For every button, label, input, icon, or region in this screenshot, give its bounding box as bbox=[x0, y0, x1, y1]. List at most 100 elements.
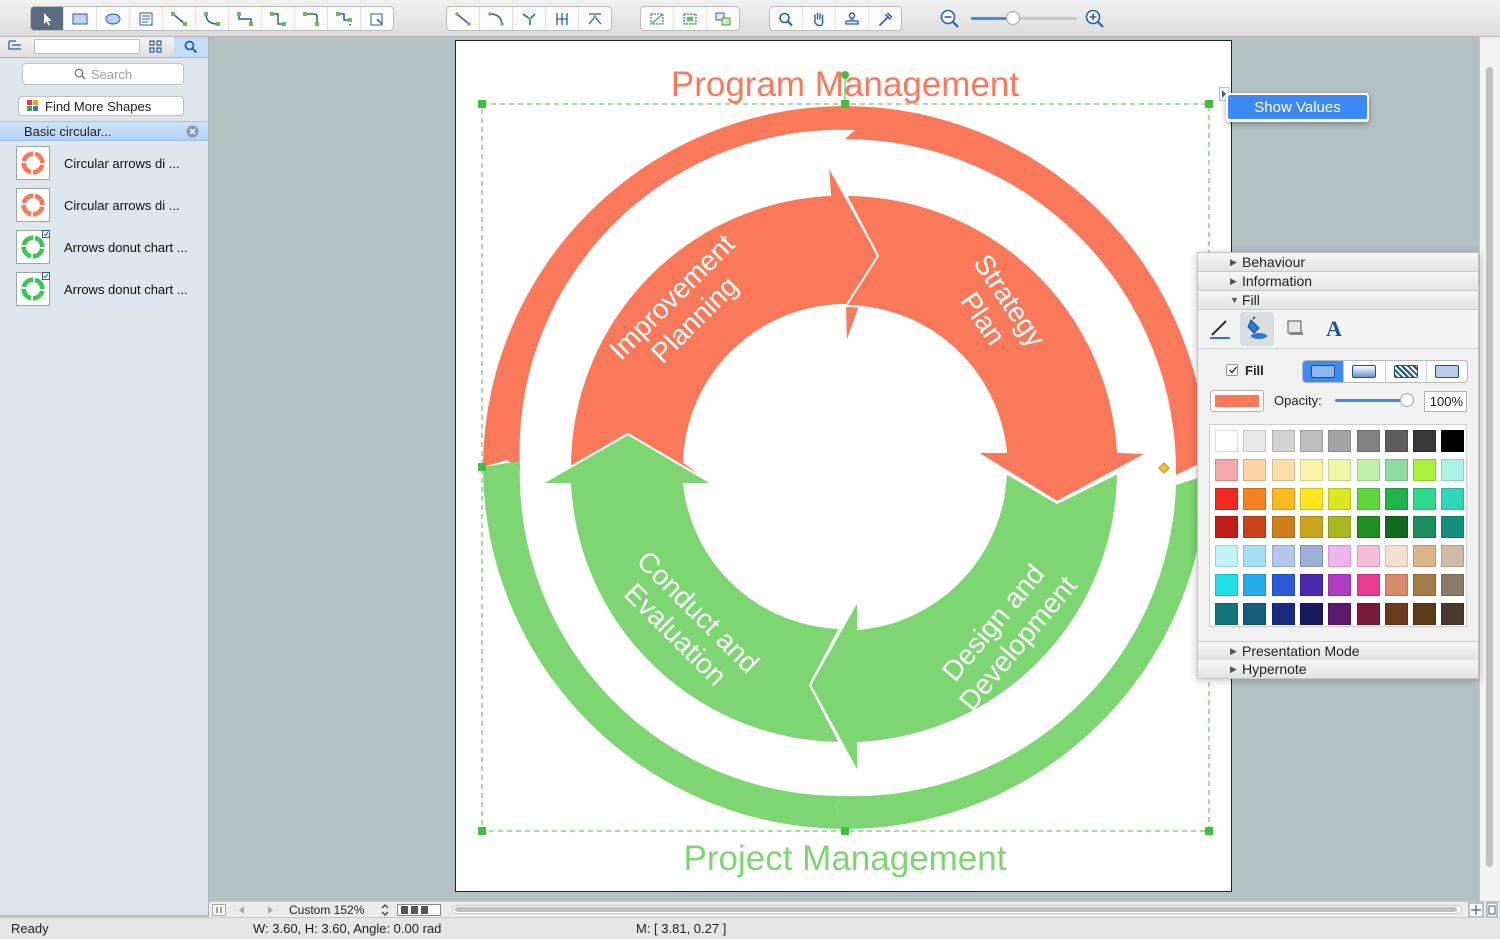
section-information[interactable]: ▶Information bbox=[1198, 272, 1478, 291]
color-swatch[interactable] bbox=[1271, 458, 1295, 481]
spline-tool-button[interactable] bbox=[579, 7, 611, 30]
color-swatch[interactable] bbox=[1243, 458, 1267, 481]
library-item[interactable]: Arrows donut chart ... bbox=[0, 269, 208, 309]
section-presentation-mode[interactable]: ▶Presentation Mode bbox=[1198, 641, 1478, 661]
resize-handle[interactable] bbox=[1205, 827, 1213, 835]
zoom-stepper-icon[interactable] bbox=[380, 903, 390, 917]
color-swatch[interactable] bbox=[1441, 458, 1465, 481]
close-library-icon[interactable] bbox=[186, 125, 199, 138]
color-swatch[interactable] bbox=[1356, 430, 1380, 452]
tree-view-icon[interactable] bbox=[7, 39, 27, 54]
control-point-handle[interactable] bbox=[1158, 462, 1170, 474]
search-tab[interactable] bbox=[174, 37, 208, 57]
fit-page-icon[interactable] bbox=[1468, 902, 1484, 918]
color-swatch[interactable] bbox=[1299, 516, 1323, 539]
ellipse-tool-button[interactable] bbox=[97, 7, 130, 30]
fill-pattern-option[interactable] bbox=[1384, 361, 1426, 382]
library-item[interactable]: Circular arrows di ... bbox=[0, 185, 208, 225]
arrow-strategy-plan[interactable] bbox=[844, 193, 1152, 504]
color-swatch[interactable] bbox=[1384, 602, 1408, 625]
section-behaviour[interactable]: ▶Behaviour bbox=[1198, 253, 1478, 272]
pointer-tool-button[interactable] bbox=[31, 7, 64, 30]
color-swatch[interactable] bbox=[1356, 487, 1380, 510]
arrow-conduct-evaluation[interactable] bbox=[537, 432, 842, 745]
fill-tab[interactable] bbox=[1240, 312, 1274, 346]
fill-image-option[interactable] bbox=[1425, 361, 1467, 382]
section-hypernote[interactable]: ▶Hypernote bbox=[1198, 660, 1478, 679]
color-swatch[interactable] bbox=[1328, 574, 1352, 596]
color-swatch[interactable] bbox=[1271, 574, 1295, 596]
color-swatch[interactable] bbox=[1299, 487, 1323, 510]
color-swatch[interactable] bbox=[1243, 602, 1267, 625]
resize-handle[interactable] bbox=[478, 827, 486, 835]
page-view-icon[interactable] bbox=[397, 904, 441, 916]
zoom-slider-track[interactable] bbox=[971, 17, 1077, 20]
insert-object-button[interactable] bbox=[361, 7, 393, 30]
action-menu-arrow-icon[interactable] bbox=[1219, 87, 1229, 101]
arrow-design-development[interactable] bbox=[808, 471, 1120, 774]
stamp-tool-button[interactable] bbox=[836, 7, 869, 30]
zoom-slider-thumb[interactable] bbox=[1006, 11, 1020, 25]
color-swatch[interactable] bbox=[1413, 602, 1437, 625]
section-fill[interactable]: ▼Fill bbox=[1198, 291, 1478, 310]
arc-tool-button[interactable] bbox=[480, 7, 513, 30]
text-format-tab-icon[interactable]: A bbox=[1322, 316, 1346, 340]
color-swatch[interactable] bbox=[1299, 545, 1323, 568]
color-swatch[interactable] bbox=[1271, 516, 1295, 539]
connector-tool-button[interactable] bbox=[163, 7, 196, 30]
color-swatch[interactable] bbox=[1328, 487, 1352, 510]
color-swatch[interactable] bbox=[1413, 487, 1437, 510]
color-swatch[interactable] bbox=[1299, 458, 1323, 481]
fill-gradient-option[interactable] bbox=[1343, 361, 1384, 382]
outer-ring-green[interactable] bbox=[483, 461, 845, 829]
drawing-page[interactable]: Program Management Project Management Im… bbox=[455, 40, 1232, 892]
color-swatch[interactable] bbox=[1243, 516, 1267, 539]
resize-handle[interactable] bbox=[478, 463, 486, 471]
fill-solid-option[interactable] bbox=[1303, 361, 1344, 382]
rotation-handle[interactable] bbox=[841, 71, 849, 79]
color-swatch[interactable] bbox=[1384, 458, 1408, 481]
zoom-tool-button[interactable] bbox=[770, 7, 803, 30]
smart-connector-button[interactable] bbox=[262, 7, 295, 30]
snap-to-grid-button[interactable] bbox=[641, 7, 674, 30]
library-header-basic-circular[interactable]: Basic circular... bbox=[0, 121, 208, 141]
polyline-tool-button[interactable] bbox=[546, 7, 579, 30]
color-swatch[interactable] bbox=[1271, 487, 1295, 510]
pan-tool-button[interactable] bbox=[803, 7, 836, 30]
line-format-tab-icon[interactable] bbox=[1208, 317, 1232, 341]
color-swatch[interactable] bbox=[1384, 545, 1408, 568]
rectangle-tool-button[interactable] bbox=[64, 7, 97, 30]
library-filter-field[interactable] bbox=[34, 39, 140, 54]
group-tool-button[interactable] bbox=[707, 7, 739, 30]
color-swatch[interactable] bbox=[1356, 458, 1380, 481]
next-page-icon[interactable] bbox=[263, 904, 277, 916]
resize-handle[interactable] bbox=[841, 827, 849, 835]
color-swatch[interactable] bbox=[1356, 516, 1380, 539]
chain-connector-button[interactable] bbox=[328, 7, 361, 30]
color-swatch[interactable] bbox=[1413, 430, 1437, 452]
search-input[interactable]: Search bbox=[22, 63, 184, 85]
color-swatch[interactable] bbox=[1384, 430, 1408, 452]
color-swatch[interactable] bbox=[1215, 516, 1238, 539]
round-connector-button[interactable] bbox=[295, 7, 328, 30]
color-swatch[interactable] bbox=[1441, 545, 1465, 568]
zoom-in-icon[interactable] bbox=[1084, 8, 1106, 30]
opacity-slider-track[interactable] bbox=[1335, 399, 1410, 402]
find-more-shapes-button[interactable]: Find More Shapes bbox=[18, 96, 184, 116]
color-swatch[interactable] bbox=[1299, 430, 1323, 452]
outer-ring-green-right[interactable] bbox=[835, 475, 1207, 829]
color-swatch[interactable] bbox=[1215, 602, 1238, 625]
resize-handle[interactable] bbox=[841, 100, 849, 108]
pause-icon[interactable] bbox=[212, 904, 226, 916]
eyedropper-tool-button[interactable] bbox=[869, 7, 901, 30]
curve-connector-button[interactable] bbox=[196, 7, 229, 30]
shadow-tab-icon[interactable] bbox=[1284, 317, 1306, 339]
orthogonal-connector-button[interactable] bbox=[229, 7, 262, 30]
color-swatch[interactable] bbox=[1441, 516, 1465, 539]
horizontal-scrollbar[interactable] bbox=[452, 905, 1462, 914]
zoom-out-icon[interactable] bbox=[939, 8, 961, 30]
align-tool-button[interactable] bbox=[674, 7, 707, 30]
color-swatch[interactable] bbox=[1215, 545, 1238, 568]
fill-checkbox[interactable] bbox=[1226, 364, 1238, 376]
color-swatch[interactable] bbox=[1384, 516, 1408, 539]
